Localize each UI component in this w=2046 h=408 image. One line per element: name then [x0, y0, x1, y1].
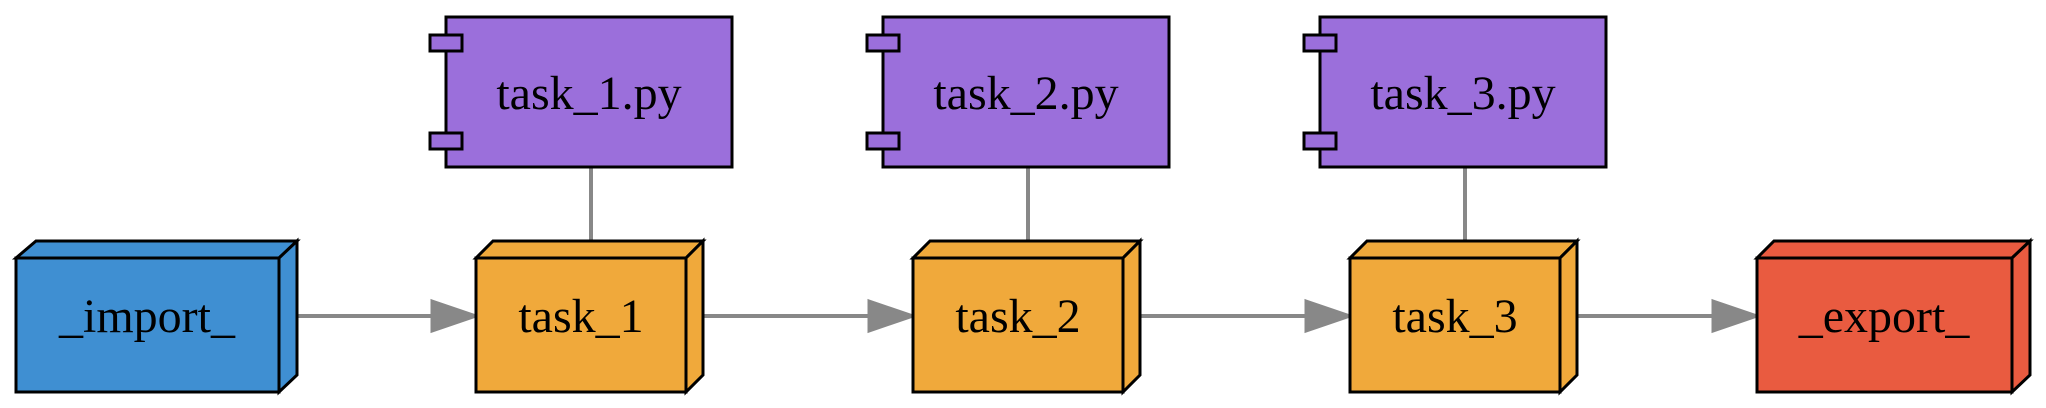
- node-label-task-1: task_1: [518, 290, 643, 343]
- script-label-3: task_3.py: [1370, 67, 1555, 120]
- node-label-task-3: task_3: [1392, 290, 1517, 343]
- node-import[interactable]: _import_: [11, 237, 301, 396]
- node-label-export: _export_: [1798, 290, 1971, 343]
- script-node-task-1-py[interactable]: task_1.py: [428, 15, 734, 169]
- edge-task1-task2: [703, 298, 918, 334]
- node-task-1[interactable]: task_1: [472, 237, 707, 396]
- script-label-1: task_1.py: [496, 67, 681, 120]
- node-export[interactable]: _export_: [1753, 237, 2034, 396]
- script-label-2: task_2.py: [933, 67, 1118, 120]
- script-node-task-3-py[interactable]: task_3.py: [1302, 15, 1608, 169]
- node-label-import: _import_: [58, 290, 236, 343]
- edge-task3-export: [1577, 298, 1762, 334]
- node-label-task-2: task_2: [955, 290, 1080, 343]
- node-task-3[interactable]: task_3: [1346, 237, 1581, 396]
- edge-task2-task3: [1140, 298, 1355, 334]
- edge-import-task1: [297, 298, 481, 334]
- script-node-task-2-py[interactable]: task_2.py: [865, 15, 1171, 169]
- node-task-2[interactable]: task_2: [909, 237, 1144, 396]
